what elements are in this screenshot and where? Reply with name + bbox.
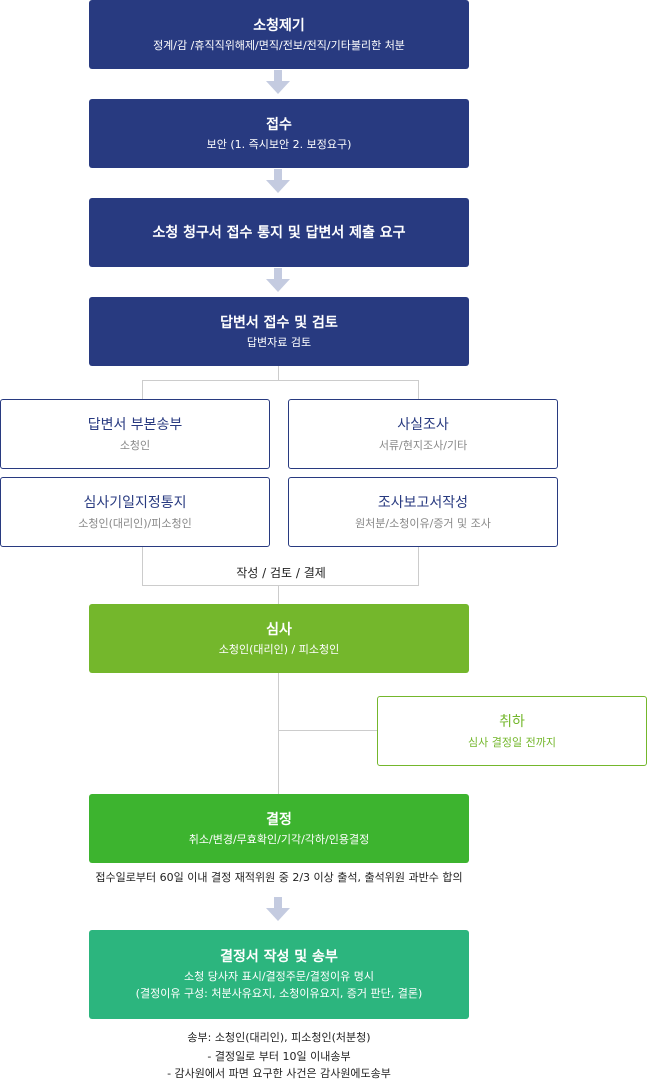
step-subtitle: 소청인(대리인) / 피소청인: [218, 642, 340, 656]
arrow-down-icon: [266, 70, 290, 94]
step-title: 심사: [266, 621, 292, 638]
connector-line: [418, 380, 419, 399]
branch-title: 조사보고서작성: [377, 494, 469, 511]
step-subtitle: (결정이유 구성: 처분사유요지, 소청이유요지, 증거 판단, 결론): [135, 987, 423, 1000]
connector-line: [278, 673, 279, 794]
connector-line: [278, 730, 377, 731]
connector-line: [142, 546, 143, 585]
connector-line: [418, 546, 419, 585]
merge-label: 작성 / 검토 / 결제: [236, 566, 326, 580]
step-review: 심사 소청인(대리인) / 피소청인: [89, 604, 469, 673]
step-decision: 결정 취소/변경/무효확인/기각/각하/인용결정: [89, 794, 469, 863]
final-note-line: - 결정일로 부터 10일 이내송부: [207, 1050, 351, 1063]
branch-investigation-report: 조사보고서작성 원처분/소청이유/증거 및 조사: [288, 477, 558, 547]
step-answer-review: 답변서 접수 및 검토 답변자료 검토: [89, 297, 469, 366]
step-subtitle: 답변자료 검토: [246, 335, 312, 349]
branch-title: 심사기일지정통지: [83, 494, 187, 511]
branch-fact-finding: 사실조사 서류/현지조사/기타: [288, 399, 558, 469]
withdraw-box: 취하 심사 결정일 전까지: [377, 696, 647, 766]
step-subtitle: 소청 당사자 표시/결정주문/결정이유 명시: [184, 970, 374, 983]
branch-subtitle: 원처분/소청이유/증거 및 조사: [355, 516, 491, 530]
branch-subtitle: 소청인: [119, 438, 151, 452]
branch-hearing-date-notice: 심사기일지정통지 소청인(대리인)/피소청인: [0, 477, 270, 547]
branch-answer-copy: 답변서 부본송부 소청인: [0, 399, 270, 469]
step-subtitle: 보안 (1. 즉시보안 2. 보정요구): [206, 137, 352, 151]
connector-line: [142, 380, 143, 399]
final-note-line: 송부: 소청인(대리인), 피소청인(처분청): [187, 1031, 371, 1044]
step-subtitle: 정계/감 /휴직직위해제/면직/전보/전직/기타불리한 처분: [153, 38, 405, 52]
step-subtitle: 취소/변경/무효확인/기각/각하/인용결정: [188, 832, 370, 846]
connector-line: [142, 585, 419, 586]
connector-line: [278, 366, 279, 380]
step-title: 접수: [266, 116, 292, 133]
step-title: 답변서 접수 및 검토: [220, 314, 338, 331]
step-title: 결정서 작성 및 송부: [220, 949, 338, 965]
step-notice-request: 소청 청구서 접수 통지 및 답변서 제출 요구: [89, 198, 469, 267]
withdraw-subtitle: 심사 결정일 전까지: [468, 735, 556, 749]
decision-note: 접수일로부터 60일 이내 결정 재적위원 중 2/3 이상 출석, 출석위원 …: [95, 871, 463, 884]
branch-subtitle: 소청인(대리인)/피소청인: [78, 516, 192, 530]
arrow-down-icon: [266, 169, 290, 193]
step-submit-appeal: 소청제기 정계/감 /휴직직위해제/면직/전보/전직/기타불리한 처분: [89, 0, 469, 69]
arrow-down-icon: [266, 268, 290, 292]
final-note-line: - 감사원에서 파면 요구한 사건은 감사원에도송부: [167, 1067, 391, 1080]
step-title: 결정: [266, 811, 292, 828]
step-final-document: 결정서 작성 및 송부 소청 당사자 표시/결정주문/결정이유 명시 (결정이유…: [89, 930, 469, 1019]
connector-line: [278, 585, 279, 604]
step-receipt: 접수 보안 (1. 즉시보안 2. 보정요구): [89, 99, 469, 168]
branch-subtitle: 서류/현지조사/기타: [378, 438, 468, 452]
withdraw-title: 취하: [499, 713, 525, 730]
connector-line: [142, 380, 419, 381]
branch-title: 사실조사: [397, 416, 449, 433]
arrow-down-icon: [266, 897, 290, 921]
step-title: 소청 청구서 접수 통지 및 답변서 제출 요구: [152, 224, 406, 241]
step-title: 소청제기: [253, 17, 305, 34]
branch-title: 답변서 부본송부: [87, 416, 183, 433]
